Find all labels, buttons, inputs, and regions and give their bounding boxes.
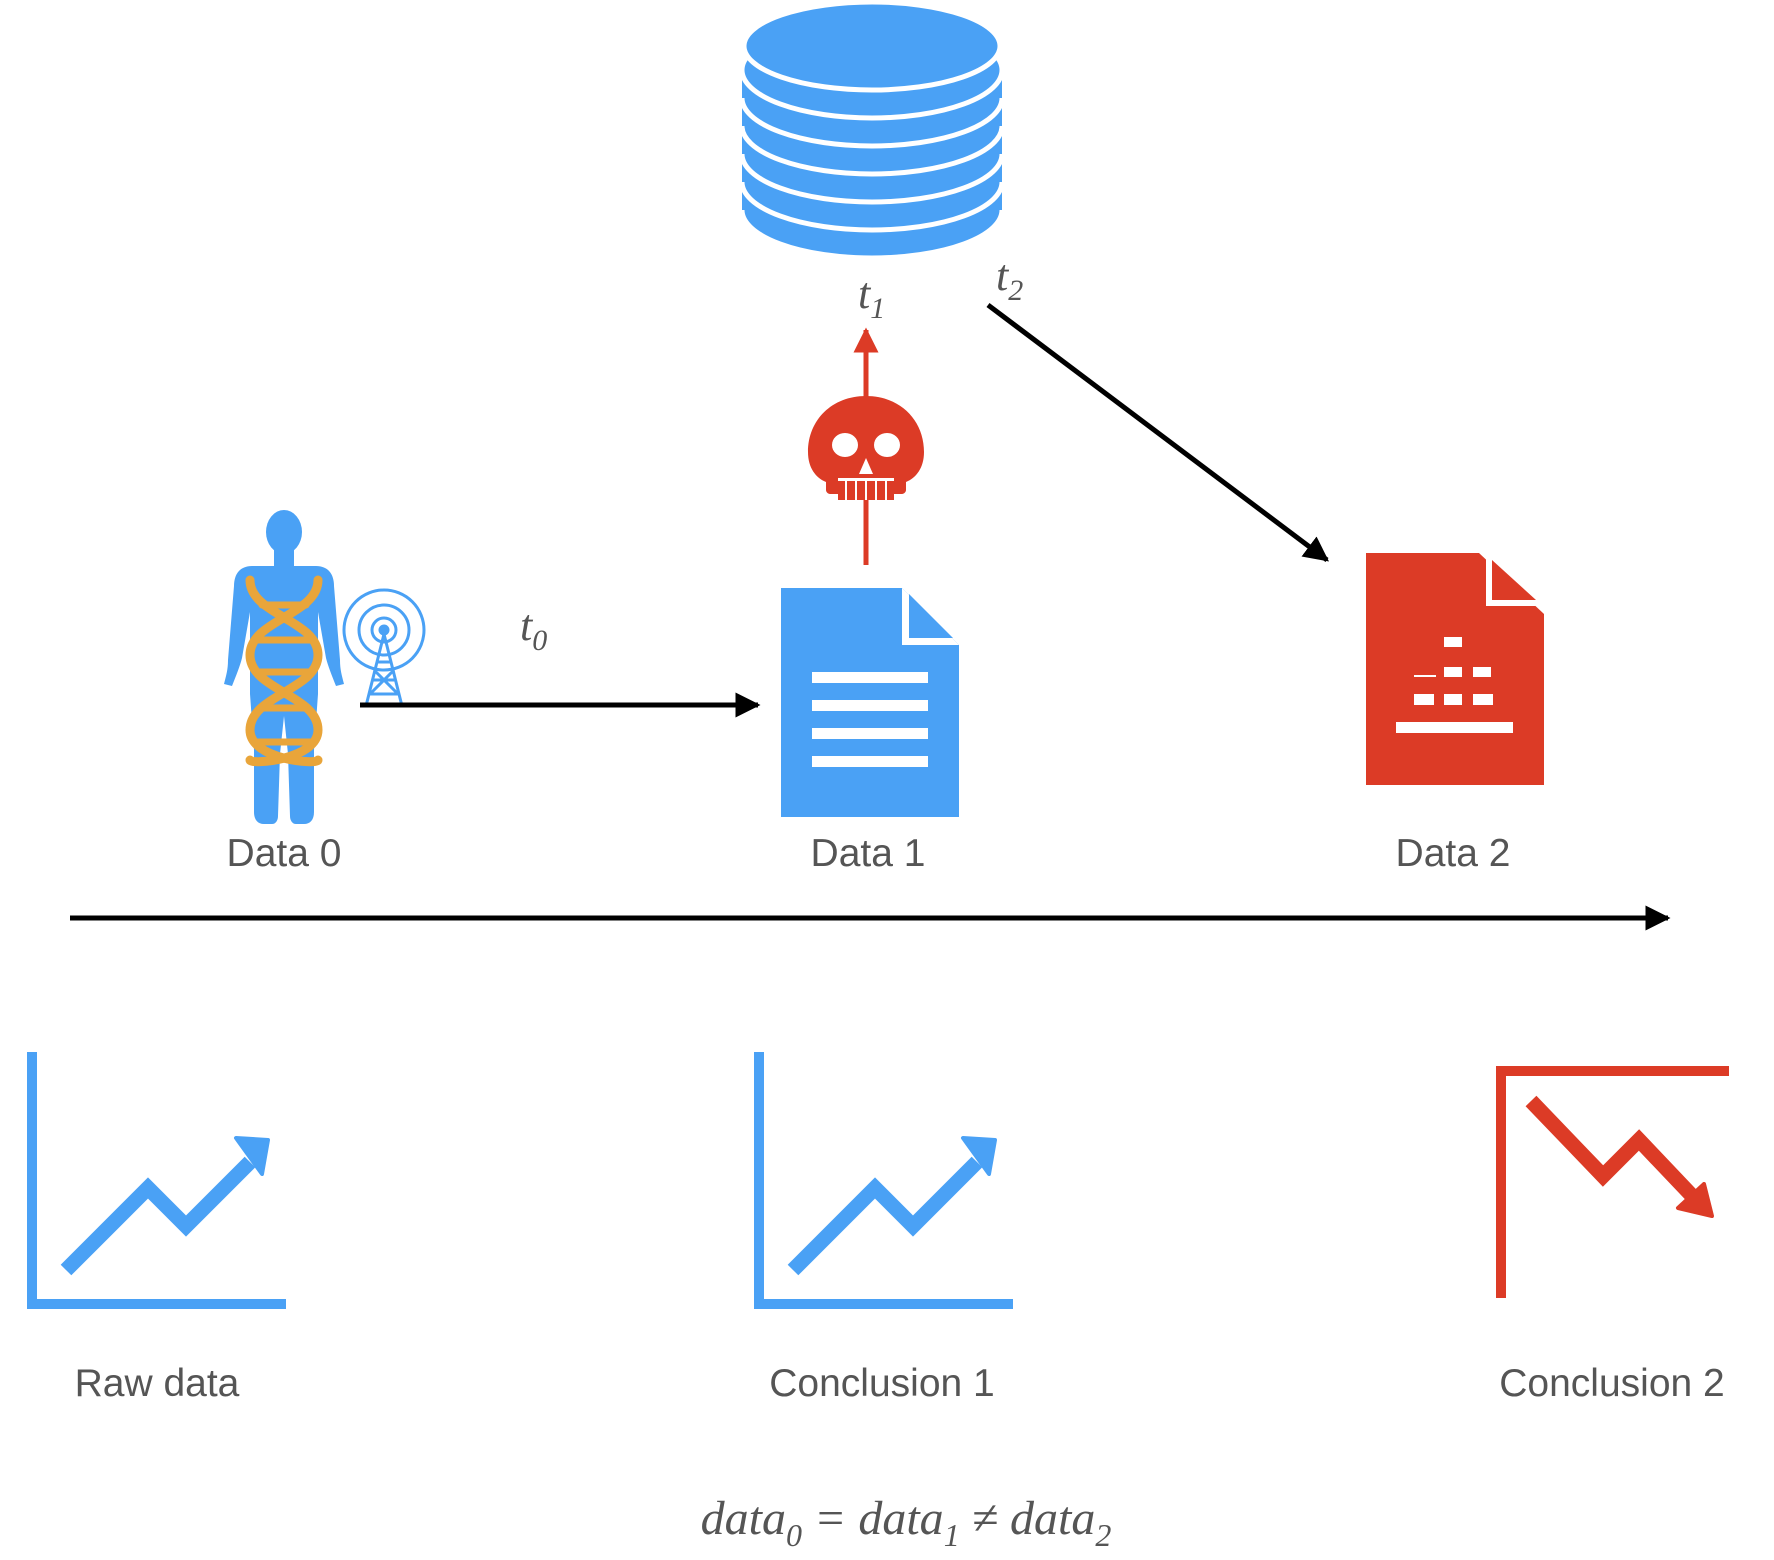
human-dna-antenna-icon: [224, 510, 344, 824]
raw-data-label: Raw data: [75, 1362, 240, 1405]
data2-label: Data 2: [1396, 832, 1511, 875]
conclusion-1-label: Conclusion 1: [769, 1362, 994, 1405]
raw-data-chart-icon: [27, 1052, 286, 1309]
t2-label: t2: [996, 251, 1023, 307]
conclusion-1-chart-icon: [754, 1052, 1013, 1309]
database-icon: [739, 0, 1005, 261]
red-document-chart-icon: [1366, 553, 1544, 785]
conclusion-2-chart-icon: [1496, 1066, 1729, 1298]
data0-label: Data 0: [227, 832, 342, 875]
conclusion-2-label: Conclusion 2: [1499, 1362, 1724, 1405]
skull-icon: [808, 396, 924, 500]
document-icon: [781, 588, 959, 817]
t1-label: t1: [858, 269, 885, 325]
antenna-icon: [342, 588, 426, 707]
dna-icon: [245, 575, 323, 767]
human-icon: [224, 510, 344, 824]
equation: data0=data1≠data2: [701, 1492, 1112, 1553]
t2-arrow: [986, 303, 1329, 562]
data1-label: Data 1: [811, 832, 926, 875]
t0-label: t0: [520, 601, 547, 657]
